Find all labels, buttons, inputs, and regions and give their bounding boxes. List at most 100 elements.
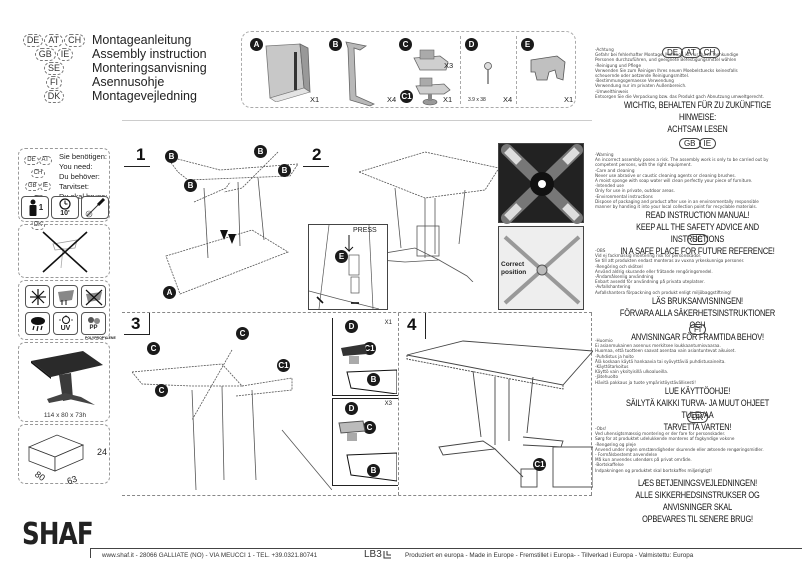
material-cell: PP bbox=[81, 312, 106, 335]
warning-body: -Huomio Ei asianmukainen asennus merkits… bbox=[595, 338, 736, 385]
screwdriver-icon bbox=[85, 197, 106, 217]
title-se: Monteringsanvisning bbox=[92, 61, 207, 75]
lang-badge: AT bbox=[681, 47, 701, 58]
time-value: 10' bbox=[60, 209, 70, 217]
part-c1-label: C1 bbox=[277, 359, 290, 372]
title-row-se: SE Monteringsanvisning bbox=[0, 60, 207, 76]
part-c-qty: X3 bbox=[444, 61, 454, 70]
warning-caps: SÄILYTÄ KAIKKI TURVA- JA MUUT OHJEET TUL… bbox=[625, 397, 770, 420]
detail-c-qty: X3 bbox=[384, 401, 392, 407]
lang-badge: FI bbox=[688, 324, 707, 335]
parts-divider bbox=[516, 36, 517, 104]
part-c-label: C bbox=[155, 384, 168, 397]
leg-spread-detail-box bbox=[498, 143, 584, 224]
warning-body: -Warning An incorrect assembly poses a r… bbox=[595, 152, 769, 210]
part-e-clip-illustration bbox=[530, 55, 566, 81]
part-c-label: C bbox=[147, 342, 160, 355]
parts-divider bbox=[460, 36, 461, 104]
lang-badge: IE bbox=[39, 182, 52, 191]
part-c1-foot-illustration bbox=[415, 77, 451, 106]
warning-caps: LUE KÄYTTÖOHJE! bbox=[664, 385, 731, 396]
table-product-illustration bbox=[31, 351, 103, 405]
sun-icon bbox=[58, 314, 73, 324]
lang-badge: SE bbox=[43, 61, 64, 75]
step-number: 4 bbox=[407, 315, 417, 334]
title-gb: Assembly instruction bbox=[92, 47, 207, 61]
box-height: 24 bbox=[97, 447, 108, 457]
part-d-qty: X4 bbox=[503, 95, 513, 104]
title-row-de: DE AT CH Montageanleitung bbox=[0, 32, 191, 48]
step-4: 4 C1 bbox=[398, 313, 593, 495]
part-c-cap-illustration bbox=[413, 49, 449, 71]
part-b-leg-illustration bbox=[345, 41, 375, 107]
warning-caps: ALLE SIKKERHEDSINSTRUKSER OG ANVISNINGER… bbox=[635, 489, 760, 512]
warning-body: -OBS Vid ej fackmässig montering risk fö… bbox=[595, 248, 745, 295]
lang-badge: IE bbox=[698, 138, 717, 149]
lang-badge: AT bbox=[38, 156, 52, 165]
clock-icon bbox=[59, 197, 71, 210]
lang-badge: GB bbox=[24, 182, 40, 191]
part-letter-a: A bbox=[250, 38, 263, 51]
need-labels: Sie benötigen: You need: Du behöver: Tar… bbox=[59, 152, 107, 202]
correct-position-illustration bbox=[503, 235, 581, 305]
no-stand-on-table-icon bbox=[42, 231, 88, 273]
title-row-gb: GB IE Assembly instruction bbox=[0, 46, 207, 62]
lang-badge: DK bbox=[686, 412, 709, 423]
press-label: PRESS bbox=[353, 227, 377, 234]
footer-tick bbox=[90, 548, 91, 558]
step-number-box bbox=[124, 313, 150, 335]
uv-label: UV bbox=[60, 324, 71, 332]
detail-c1-qty: X1 bbox=[384, 320, 392, 326]
warning-badges: FI bbox=[595, 319, 800, 337]
footer-code: LB3 bbox=[364, 549, 382, 560]
need-label-gb: You need: bbox=[59, 162, 93, 171]
press-detail-box: PRESS E bbox=[308, 224, 388, 310]
need-label-de: Sie benötigen: bbox=[59, 152, 107, 161]
part-b-label: B bbox=[165, 150, 178, 163]
part-b-label: B bbox=[254, 145, 267, 158]
footer-rule bbox=[90, 548, 802, 549]
storm-cell bbox=[53, 285, 78, 308]
warning-caps: ANVISNINGAR FÖR FRAMTIDA BEHOV! bbox=[631, 331, 764, 342]
part-b-qty: X4 bbox=[387, 95, 397, 104]
part-letter-c1: C1 bbox=[400, 90, 413, 103]
footer-made-in: Produziert en europa - Made in Europe - … bbox=[405, 552, 694, 559]
no-sitting-box bbox=[18, 224, 110, 278]
lang-badge: DK bbox=[30, 221, 46, 230]
step-underline bbox=[303, 166, 329, 167]
storm-icon bbox=[57, 289, 74, 305]
lang-badge: DE bbox=[22, 33, 44, 47]
title-fi: Asennusohje bbox=[92, 75, 165, 89]
person-icon bbox=[29, 199, 37, 216]
lang-badge: DE bbox=[24, 156, 39, 165]
recycle-icon bbox=[87, 317, 100, 324]
part-b-label: B bbox=[367, 373, 380, 386]
warning-caps: LÄS BRUKSANVISNINGEN! bbox=[652, 295, 743, 306]
warning-dk: DK -Obs! Ved uhensigtsmæssig montering e… bbox=[595, 406, 800, 525]
material-sub-label: POLYPROPYLENE bbox=[85, 336, 116, 340]
footer-address: www.shaf.it - 28066 GALLIATE (NO) - VIA … bbox=[102, 552, 318, 559]
part-a-column-illustration bbox=[265, 43, 311, 102]
title-row-fi: FI Asennusohje bbox=[0, 74, 164, 90]
title-de: Montageanleitung bbox=[92, 33, 192, 47]
step-divider bbox=[122, 312, 592, 313]
correct-position-detail-box: Correct position bbox=[498, 226, 584, 310]
part-b-label: B bbox=[367, 464, 380, 477]
warning-caps: WICHTIG, BEHALTEN FÜR ZU ZUKÜNFTIGE HINW… bbox=[623, 100, 772, 123]
parts-list: A X1 B X4 C X3 C1 X1 D 3.9 x 38 X4 E X1 bbox=[241, 31, 576, 108]
warning-badges: SE bbox=[595, 229, 800, 247]
warning-caps: IN A SAFE PLACE FOR FUTURE REFERENCE! bbox=[620, 246, 775, 257]
brand-logo: SHAF bbox=[22, 517, 94, 552]
persons-cell: 1 bbox=[21, 196, 49, 219]
header-divider bbox=[122, 120, 592, 121]
part-c-label: C bbox=[236, 327, 249, 340]
part-letter-b: B bbox=[329, 38, 342, 51]
warning-caps: KEEP ALL THE SAFETY ADVICE AND INSTRUCTI… bbox=[636, 222, 759, 245]
step-number: 3 bbox=[131, 314, 141, 333]
part-d-label: D bbox=[345, 320, 358, 333]
no-wind-cell bbox=[81, 285, 106, 308]
part-letter-c: C bbox=[399, 38, 412, 51]
correct-position-label: Correct position bbox=[501, 261, 527, 276]
